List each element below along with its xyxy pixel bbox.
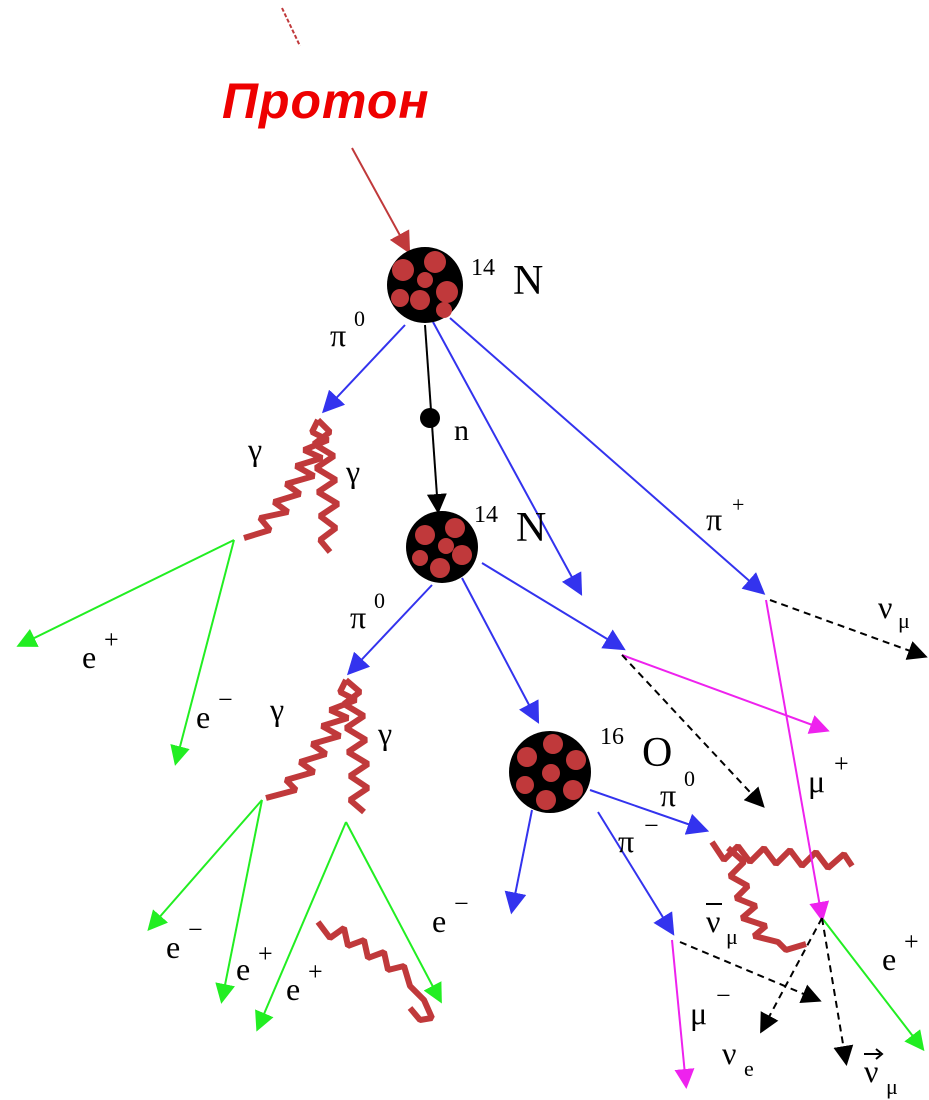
svg-text:0: 0 [374,588,385,613]
electron-tracks [16,539,925,1052]
label-e-plus-d: e [882,941,896,977]
label-mu-plus: μ [808,763,825,799]
label-mu-minus: μ [690,995,707,1031]
svg-text:+: + [308,957,323,986]
svg-text:−: − [454,889,469,918]
pion-tracks [321,317,766,936]
label-e-plus-c: e [286,971,300,1007]
neutrino-tracks [621,599,928,1066]
svg-text:+: + [732,492,744,517]
nucleus-o16 [509,731,591,813]
svg-text:−: − [716,981,731,1010]
neutron-track [420,324,447,514]
label-n: n [454,414,469,447]
nucleus-labels: 14 N 14 N 16 O [471,255,672,776]
label-pi-minus: π [618,823,634,859]
label-nuvec-mu: ν [864,1053,878,1089]
svg-text:e: e [744,1056,754,1081]
label-gamma-d: γ [377,715,392,751]
svg-text:μ: μ [886,1074,898,1099]
svg-text:+: + [258,939,273,968]
photon-tracks [243,417,855,1023]
svg-text:+: + [904,927,919,956]
n2-symbol: N [516,505,546,551]
incoming-proton-track [281,7,411,254]
label-e-minus-b: e [166,929,180,965]
label-nubar-mu-a: ν [706,903,720,939]
svg-text:−: − [188,915,203,944]
svg-text:μ: μ [726,924,738,949]
n2-mass: 14 [474,502,498,528]
svg-text:+: + [104,625,119,654]
label-gamma-a: γ [247,431,262,467]
label-nu-mu-a: ν [878,589,892,625]
label-e-minus-a: e [196,699,210,735]
label-e-plus-b: e [236,951,250,987]
label-e-minus-c: e [432,903,446,939]
n1-mass: 14 [471,255,495,281]
muon-tracks [621,599,830,1089]
label-nu-e: ν [722,1035,736,1071]
n1-symbol: N [513,258,543,304]
label-gamma-c: γ [269,691,284,727]
svg-text:+: + [834,749,849,778]
nucleus-n14-middle [406,511,478,583]
neutron-dot [420,408,440,428]
nucleus-n14-top [387,247,463,323]
svg-text:−: − [218,685,233,714]
svg-text:−: − [644,811,659,840]
label-e-plus-a: e [82,639,96,675]
n3-mass: 16 [600,724,624,750]
n3-symbol: O [642,730,672,776]
label-pi0-b: π [350,599,366,635]
label-pi-plus: π [706,501,722,537]
svg-text:0: 0 [354,306,365,331]
svg-text:μ: μ [898,608,910,633]
label-pi0-c: π [660,777,676,813]
label-pi0-a: π [330,317,346,353]
label-gamma-b: γ [345,453,360,489]
svg-text:0: 0 [684,766,695,791]
particle-labels: π 0 n γ γ π + ν μ e + π 0 e − γ γ μ + π … [82,306,919,1099]
page-title: Протон [222,73,430,129]
